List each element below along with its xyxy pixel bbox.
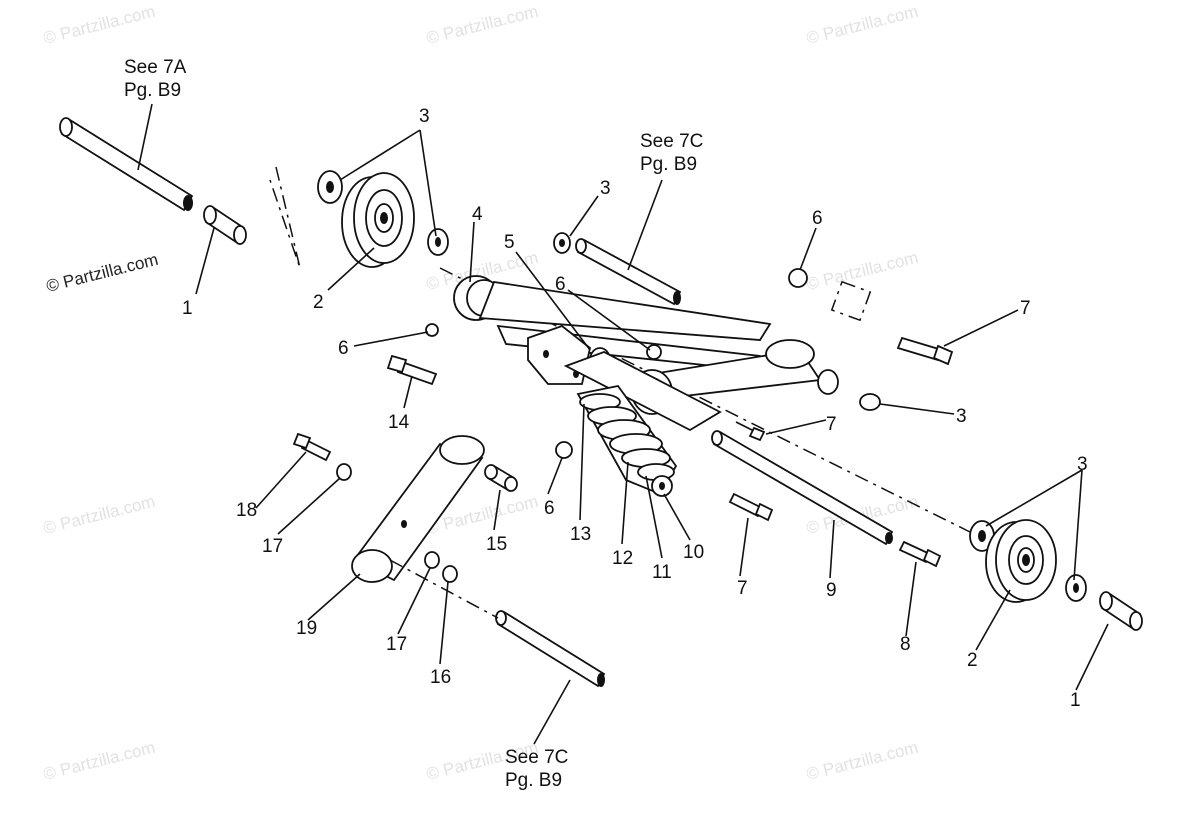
callout-3-lowright: 3: [956, 406, 967, 427]
callout-9: 9: [826, 580, 837, 601]
washer-17-low: [424, 551, 440, 569]
idler-wheel-right: [969, 519, 1087, 603]
spacer-right: [1099, 591, 1143, 631]
callout-numbers: 1 1 2 2 3 3 3 3 4 5 6 6 6 6 7 7 7 8 9 10…: [182, 106, 1088, 711]
watermark: © Partzilla.com: [41, 492, 157, 538]
nut-6-mid: [646, 344, 662, 360]
callout-18: 18: [236, 500, 257, 521]
callout-1-left: 1: [182, 298, 193, 319]
ref-7c-top-line1: See 7C: [640, 131, 703, 152]
bolt-7-top: [896, 336, 954, 366]
suspension-frame: [453, 275, 839, 432]
callout-17-left: 17: [262, 536, 283, 557]
callout-3-right: 3: [1077, 454, 1088, 475]
nut-6-top: [788, 268, 808, 288]
ref-7a-line2: Pg. B9: [124, 80, 181, 101]
callout-5: 5: [504, 232, 515, 253]
callout-7-low: 7: [737, 578, 748, 599]
watermark: © Partzilla.com: [41, 738, 157, 784]
leader-lines: [137, 103, 1109, 745]
hidden-bushing: [830, 280, 872, 322]
callout-1-right: 1: [1070, 690, 1081, 711]
callout-2-right: 2: [967, 650, 978, 671]
callout-6-mid: 6: [555, 274, 566, 295]
callout-15: 15: [486, 534, 507, 555]
bolt-8: [898, 540, 942, 568]
callout-8: 8: [900, 634, 911, 655]
idler-wheel-left: [317, 170, 449, 268]
link-arm: [351, 435, 485, 583]
lower-shaft: [389, 559, 606, 688]
watermarks: © Partzilla.com © Partzilla.com © Partzi…: [41, 2, 920, 784]
bushing-15: [484, 464, 518, 492]
shock-spring: [576, 385, 678, 497]
bolt-7-low: [728, 492, 774, 522]
rear-axle-shaft: [59, 117, 194, 212]
bolt-14: [386, 354, 438, 386]
washer-17-left: [336, 463, 352, 481]
nut-6-left: [425, 323, 439, 337]
callout-3-mid: 3: [600, 178, 611, 199]
callout-7-mid: 7: [826, 414, 837, 435]
spacer-left: [203, 205, 247, 245]
callout-17-low: 17: [386, 634, 407, 655]
ref-7c-bottom-line2: Pg. B9: [505, 770, 562, 791]
callout-3-topleft: 3: [419, 106, 430, 127]
callout-10: 10: [683, 542, 704, 563]
reference-labels: See 7A Pg. B9 See 7C Pg. B9 See 7C Pg. B…: [124, 57, 703, 791]
rear-long-shaft: [711, 430, 894, 546]
upper-shaft: [553, 232, 682, 306]
bolt-7-mid: [735, 421, 766, 442]
callout-4: 4: [472, 204, 483, 225]
callout-11: 11: [652, 562, 672, 583]
callout-16: 16: [430, 667, 451, 688]
washer-3-right: [859, 393, 881, 411]
ref-7c-top-line2: Pg. B9: [640, 154, 697, 175]
fasteners: [292, 268, 954, 583]
callout-7-top: 7: [1020, 298, 1031, 319]
ref-7c-bottom-line1: See 7C: [505, 747, 568, 768]
watermark: © Partzilla.com: [41, 2, 157, 48]
watermark-dark: © Partzilla.com: [44, 250, 160, 296]
callout-6-low: 6: [544, 498, 555, 519]
watermark: © Partzilla.com: [804, 2, 920, 48]
nut-6-low: [555, 441, 573, 459]
watermark: © Partzilla.com: [804, 738, 920, 784]
watermark: © Partzilla.com: [424, 2, 540, 48]
nut-16: [442, 565, 458, 583]
callout-13: 13: [570, 524, 591, 545]
callout-6-left: 6: [338, 338, 349, 359]
watermark: © Partzilla.com: [804, 248, 920, 294]
callout-2-left: 2: [313, 292, 324, 313]
ref-7a-line1: See 7A: [124, 57, 187, 78]
callout-6-top: 6: [812, 208, 823, 229]
bolt-18: [292, 432, 332, 462]
callout-14: 14: [388, 412, 410, 433]
callout-19: 19: [296, 618, 317, 639]
callout-12: 12: [612, 548, 633, 569]
